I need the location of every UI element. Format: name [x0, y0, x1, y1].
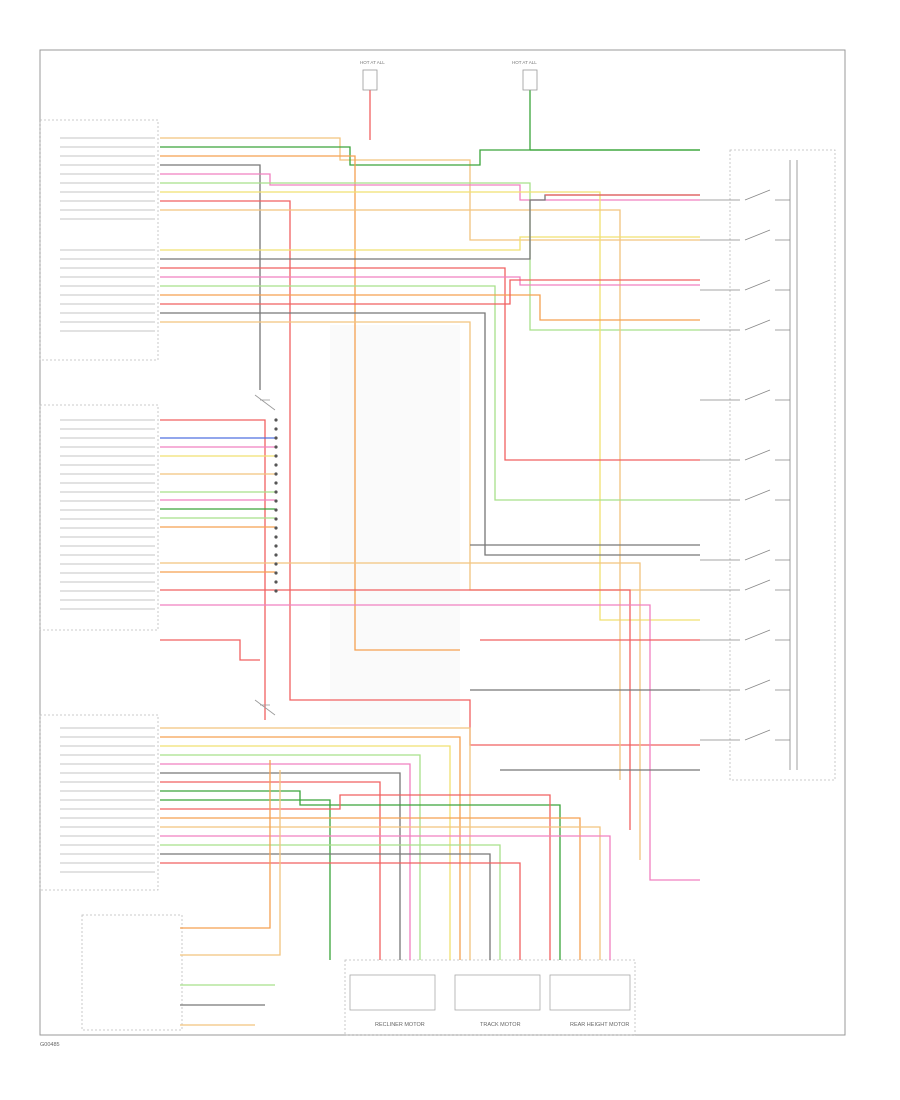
wire-orange-2 — [160, 294, 700, 321]
connector-pin — [274, 571, 278, 575]
switch-contacts — [700, 160, 798, 770]
top-left-pin-labels — [60, 137, 155, 332]
mid-left-pin-labels — [60, 419, 155, 610]
connector-pin — [274, 454, 278, 458]
switch-rail — [789, 160, 798, 770]
wire-pink-7 — [160, 835, 611, 960]
wire-gray-4 — [160, 772, 401, 960]
center-open-area — [330, 325, 460, 725]
connector-pin — [274, 517, 278, 521]
connector-pin — [274, 526, 278, 530]
fuse-1-label: HOT AT ALL — [360, 60, 385, 65]
wire-orange-1 — [160, 155, 460, 651]
connector-pin — [274, 418, 278, 422]
connector-dots — [274, 418, 278, 593]
wire-green-4 — [160, 799, 331, 960]
lower-left-pin-labels — [60, 727, 155, 873]
connector-pin — [274, 589, 278, 593]
wire-gray-5 — [160, 853, 491, 960]
switch-contact — [700, 679, 790, 691]
wire-yellow-4 — [160, 745, 451, 960]
switch-contact — [700, 389, 790, 401]
wire-red-5 — [160, 589, 631, 830]
switch-contact — [700, 279, 790, 291]
wire-orange-6 — [160, 817, 581, 960]
connector-pin — [274, 445, 278, 449]
wire-lt-green-6 — [160, 844, 501, 960]
wire-red-7 — [160, 781, 381, 960]
connector-pin — [274, 544, 278, 548]
ground-symbol-2 — [254, 699, 276, 716]
wire-red-3 — [160, 279, 700, 305]
wires — [160, 90, 700, 1026]
wire-red-4 — [160, 419, 266, 720]
connector-pin — [274, 508, 278, 512]
mid-left-module-box — [39, 404, 159, 631]
switch-contact — [700, 489, 790, 501]
rear-height-motor-label: REAR HEIGHT MOTOR — [570, 1022, 629, 1028]
wire-lt-green-1 — [160, 182, 700, 331]
fuse-2: HOT AT ALL — [512, 60, 538, 91]
motor-recliner: RECLINER MOTOR — [349, 974, 436, 1028]
wire-orange-7 — [180, 760, 271, 929]
wire-lt-green-2 — [160, 285, 700, 501]
wire-lt-green-5 — [160, 754, 421, 960]
wire-tan-6 — [160, 727, 471, 960]
top-left-module-box — [39, 119, 159, 361]
connector-pin — [274, 427, 278, 431]
motor-rear-height: REAR HEIGHT MOTOR — [549, 974, 631, 1028]
wire-tan-7 — [160, 826, 601, 960]
wire-tan-8 — [180, 770, 281, 956]
switch-contact — [700, 189, 790, 201]
connector-pin — [274, 580, 278, 584]
switch-contact — [700, 319, 790, 331]
wire-red-9 — [160, 862, 521, 960]
wire-pink-1 — [160, 173, 700, 201]
wire-gray-1 — [160, 164, 261, 390]
fuse-1: HOT AT ALL — [360, 60, 385, 91]
motor-front-height: TRACK MOTOR — [454, 974, 541, 1028]
switch-contact — [700, 229, 790, 241]
wire-pink-2 — [160, 276, 700, 286]
wire-tan-1 — [160, 137, 700, 241]
connector-pin — [274, 463, 278, 467]
connector-pin — [274, 472, 278, 476]
right-switch-box — [729, 149, 836, 781]
wire-pink-6 — [160, 763, 411, 960]
wire-red-1 — [160, 200, 700, 746]
connector-pin — [274, 562, 278, 566]
switch-contact — [700, 729, 790, 741]
switch-contact — [700, 449, 790, 461]
wire-green-3 — [160, 790, 561, 960]
ground-symbol-1 — [254, 394, 276, 411]
front-height-motor-label: TRACK MOTOR — [480, 1022, 521, 1028]
connector-pin — [274, 553, 278, 557]
connector-pin — [274, 436, 278, 440]
recliner-motor-label: RECLINER MOTOR — [375, 1022, 425, 1028]
wire-pink-5 — [160, 604, 700, 881]
fuse-2-label: HOT AT ALL — [512, 60, 537, 65]
lower-left-module-box — [39, 714, 159, 891]
switch-contact — [700, 549, 790, 561]
wire-yellow-2 — [160, 236, 700, 251]
connector-pin — [274, 499, 278, 503]
switch-contact — [700, 579, 790, 591]
wire-green-1 — [160, 146, 700, 166]
wire-red-8 — [160, 794, 551, 960]
bottom-left-switch-box — [81, 914, 183, 1031]
footer-code: G00485 — [40, 1042, 60, 1048]
wire-gray-3 — [160, 312, 700, 556]
wire-orange-5 — [160, 736, 461, 960]
connector-pin — [274, 535, 278, 539]
wire-red-2 — [160, 267, 700, 461]
connector-pin — [274, 490, 278, 494]
wire-tan-5 — [160, 562, 641, 860]
switch-contact — [700, 629, 790, 641]
wire-red-6 — [160, 639, 260, 661]
connector-pin — [274, 481, 278, 485]
